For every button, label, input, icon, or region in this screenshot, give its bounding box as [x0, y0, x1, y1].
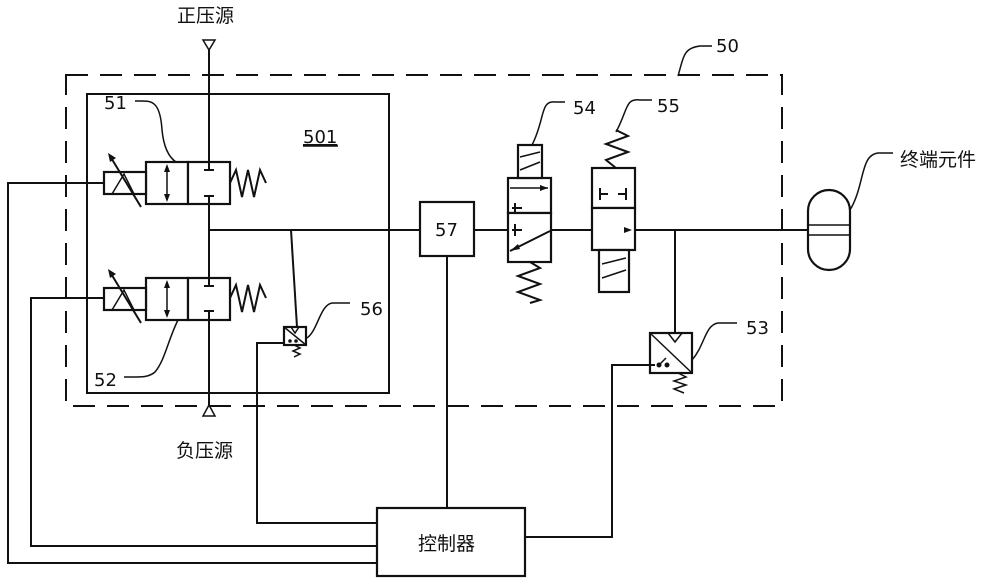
control-line-53: [525, 364, 655, 538]
controller-box: [375, 506, 527, 578]
leader-terminal: [849, 152, 893, 211]
control-line-56: [256, 342, 377, 524]
positive-source-label: 正压源: [177, 5, 234, 27]
controller-label: 控制器: [418, 533, 475, 555]
module-50-border: [65, 74, 783, 407]
label-57: 57: [435, 220, 458, 241]
terminal-element-label: 终端元件: [900, 149, 976, 171]
control-line-51: [7, 182, 377, 564]
leader-51: [134, 100, 177, 163]
leader-50: [677, 45, 712, 77]
label-501: 501: [303, 127, 337, 148]
module-501-border: [86, 93, 390, 394]
pressure-switch-56: [282, 325, 308, 358]
label-53: 53: [746, 318, 769, 339]
label-54: 54: [573, 98, 596, 119]
valve-55: [590, 129, 637, 294]
valve-52: [102, 230, 267, 324]
leader-54: [531, 101, 565, 146]
label-56: 56: [360, 299, 383, 320]
valve-54: [506, 143, 553, 304]
pressure-switch-53: [648, 331, 694, 394]
negative-source-label: 负压源: [176, 440, 233, 462]
leader-52: [123, 319, 179, 378]
valve-51: [102, 153, 267, 208]
label-50: 50: [716, 36, 739, 57]
terminal-element: [806, 188, 852, 272]
branch-to-56: [290, 229, 298, 328]
label-51: 51: [104, 93, 127, 114]
leader-55: [615, 99, 652, 133]
label-55: 55: [657, 96, 680, 117]
leader-56: [306, 302, 350, 339]
leader-53: [691, 322, 737, 361]
positive-source-symbol: [201, 39, 217, 52]
label-52: 52: [94, 370, 117, 391]
control-line-52: [30, 297, 377, 547]
negative-source-symbol: [201, 403, 217, 417]
